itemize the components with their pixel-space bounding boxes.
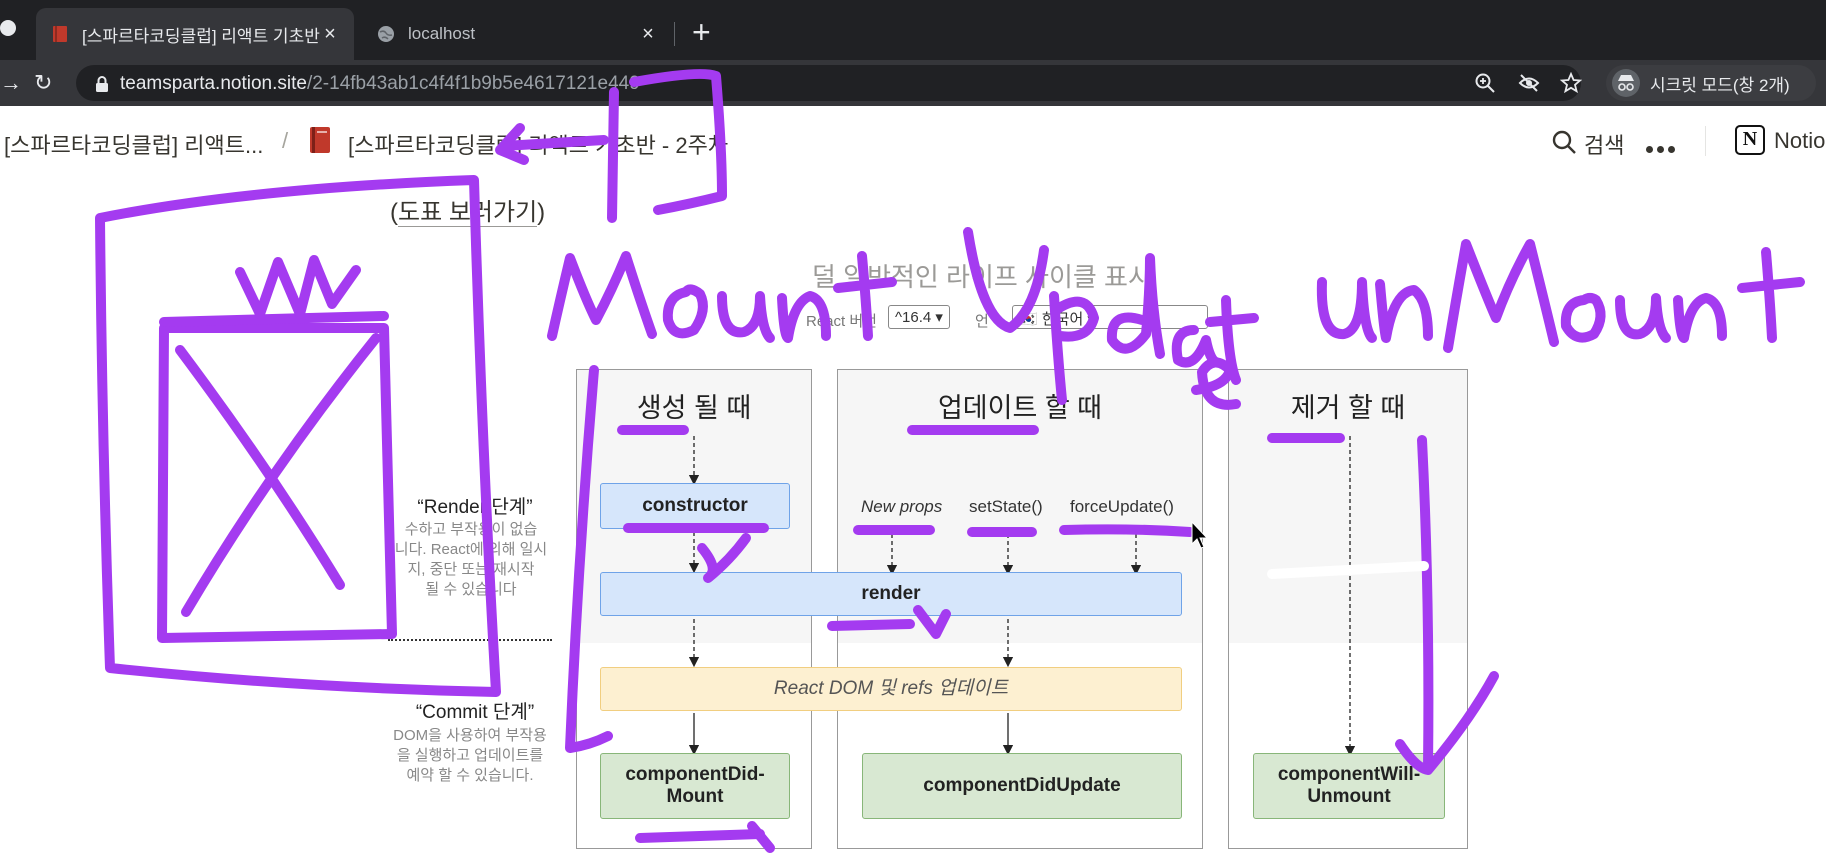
bookmark-star-icon[interactable] [1560, 72, 1582, 94]
tab-sparta-notion[interactable]: [스파르타코딩클럽] 리액트 기초반 - × [36, 8, 354, 60]
lifecycle-arrows [688, 436, 1356, 757]
commit-phase-description: DOM을 사용하여 부작용 을 실행하고 업데이트를 예약 할 수 있습니다. [393, 727, 547, 784]
phase-divider [388, 639, 552, 641]
search-button[interactable]: 검색 [1584, 133, 1625, 158]
zoom-icon[interactable] [1474, 72, 1496, 94]
breadcrumb-separator: / [282, 128, 289, 153]
incognito-label: 시크릿 모드(창 2개) [1650, 75, 1790, 95]
search-icon[interactable] [1550, 128, 1578, 156]
forward-icon[interactable]: → [0, 70, 22, 95]
commit-phase-label: “Commit 단계” [415, 702, 535, 723]
notion-brand-label[interactable]: Notio [1774, 128, 1826, 153]
unmount-phase-title: 제거 할 때 [1290, 393, 1406, 423]
react-dom-update-box: React DOM 및 refs 업데이트 [600, 667, 1182, 711]
browser-tab-bar: [스파르타코딩클럽] 리액트 기초반 - × localhost × + [0, 0, 1826, 60]
notion-logo-icon[interactable]: N [1735, 125, 1765, 155]
breadcrumb-current[interactable]: [스파르타코딩클럽] 리액트 기초반 - 2주차 [348, 133, 729, 158]
trigger-set-state: setState() [969, 497, 1043, 516]
red-book-icon [310, 127, 330, 153]
tab-title: localhost [408, 24, 476, 43]
more-options-icon[interactable] [1646, 140, 1679, 158]
component-did-mount-box: componentDid-Mount [600, 753, 790, 819]
notion-topbar: [스파르타코딩클럽] 리액트... / [스파르타코딩클럽] 리액트 기초반 -… [0, 106, 1826, 178]
new-tab-button[interactable]: + [692, 14, 711, 50]
tab-close-icon[interactable]: × [642, 22, 654, 45]
tab-localhost[interactable]: localhost × [362, 8, 672, 60]
render-box: render [600, 572, 1182, 616]
header-divider [1705, 126, 1706, 156]
lock-icon [96, 76, 108, 92]
url-text: teamsparta.notion.site/2-14fb43ab1c4f4f1… [120, 73, 640, 94]
globe-icon [378, 26, 394, 42]
render-phase-label: “Render 단계” [417, 497, 533, 518]
book-favicon-icon [53, 26, 67, 42]
tracking-blocked-eye-icon[interactable] [1518, 72, 1540, 94]
react-version-select[interactable]: ^16.4 ▾ [888, 305, 950, 329]
mount-phase-title: 생성 될 때 [636, 393, 752, 423]
component-will-unmount-box: componentWill-Unmount [1253, 753, 1445, 819]
tab-title: [스파르타코딩클럽] 리액트 기초반 - [82, 26, 320, 46]
tab-close-icon[interactable]: × [324, 22, 336, 45]
browser-toolbar: → ↻ teamsparta.notion.site/2-14fb43ab1c4… [0, 60, 1826, 106]
reload-icon[interactable]: ↻ [34, 70, 53, 95]
address-bar[interactable]: teamsparta.notion.site/2-14fb43ab1c4f4f1… [76, 65, 1582, 101]
page-content: (도표 보러가기) 덜 일반적인 라이프 사이클 표시 React 버전 ^16… [0, 178, 1826, 860]
incognito-indicator[interactable]: 시크릿 모드(창 2개) [1606, 65, 1816, 101]
incognito-icon [1612, 69, 1640, 97]
breadcrumb-parent[interactable]: [스파르타코딩클럽] 리액트... [4, 133, 264, 158]
render-phase-description: 수하고 부작용이 없습 니다. React에 의해 일시 지, 중단 또는 재시… [394, 521, 548, 598]
component-did-update-box: componentDidUpdate [862, 753, 1182, 819]
trigger-new-props: New props [861, 497, 943, 516]
tab-divider [674, 22, 675, 46]
window-control-dot[interactable] [0, 20, 16, 36]
trigger-force-update: forceUpdate() [1070, 497, 1174, 516]
constructor-box: constructor [600, 483, 790, 529]
